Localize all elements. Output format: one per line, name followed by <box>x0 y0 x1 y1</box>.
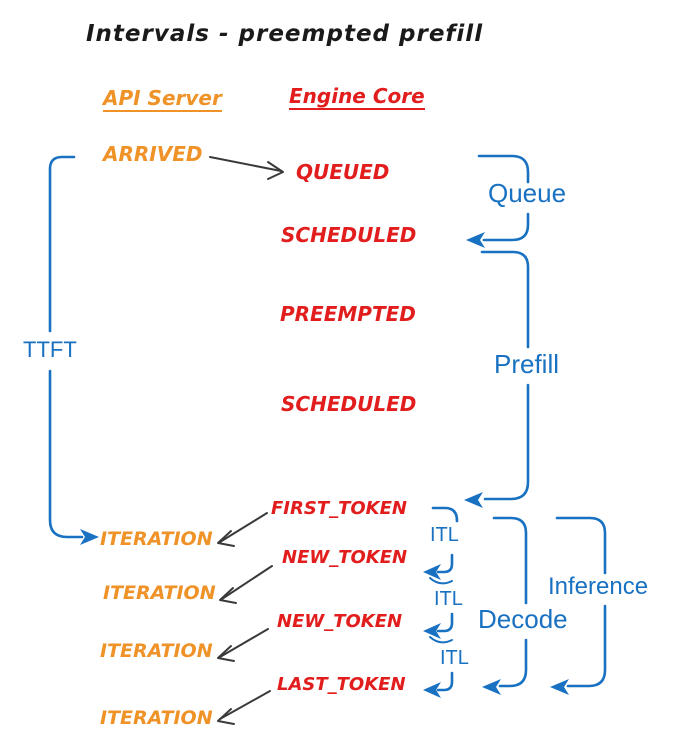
interval-label-itl-3: ITL <box>440 647 469 669</box>
queue-arrow-icon <box>466 232 485 248</box>
interval-label-itl-2: ITL <box>434 588 463 610</box>
prefill-bracket <box>464 250 530 508</box>
event-new-token-2: NEW_TOKEN <box>277 611 403 632</box>
interval-label-ttft: TTFT <box>23 337 77 362</box>
column-header-engine-core: Engine Core <box>289 84 425 110</box>
itl-arrow-2-icon <box>423 623 441 639</box>
itl-bracket-2 <box>423 612 454 644</box>
interval-label-inference: Inference <box>548 573 649 600</box>
diagram-title: Intervals - preempted prefill <box>86 21 484 47</box>
arrow-new-token2-iteration <box>217 628 269 662</box>
interval-label-itl-1: ITL <box>430 524 459 546</box>
event-last-token: LAST_TOKEN <box>277 674 406 695</box>
event-scheduled-2: SCHEDULED <box>281 392 417 416</box>
arrow-last-token-iteration <box>217 690 271 725</box>
event-iteration-1: ITERATION <box>100 528 213 550</box>
event-iteration-4: ITERATION <box>100 707 213 729</box>
interval-label-prefill: Prefill <box>494 349 560 379</box>
event-scheduled-1: SCHEDULED <box>281 223 417 247</box>
event-iteration-3: ITERATION <box>100 640 213 662</box>
interval-label-decode: Decode <box>478 604 568 634</box>
decode-bracket <box>482 516 528 695</box>
ttft-bracket <box>48 155 99 545</box>
decode-arrow-icon <box>482 679 501 695</box>
itl-bracket-1 <box>423 506 459 585</box>
queue-bracket <box>466 154 530 248</box>
arrow-first-token-iteration <box>217 512 268 547</box>
event-new-token-1: NEW_TOKEN <box>282 547 408 568</box>
event-first-token: FIRST_TOKEN <box>271 498 407 519</box>
ttft-arrow-icon <box>80 529 99 545</box>
event-queued: QUEUED <box>296 160 390 184</box>
prefill-arrow-icon <box>464 492 483 508</box>
itl-arrow-3-icon <box>423 682 441 698</box>
inference-arrow-icon <box>550 679 569 695</box>
itl-bracket-3 <box>423 671 454 698</box>
interval-label-queue: Queue <box>488 178 567 208</box>
arrow-new-token1-iteration <box>219 565 273 604</box>
event-iteration-2: ITERATION <box>103 582 216 604</box>
event-preempted: PREEMPTED <box>280 302 416 326</box>
event-arrived: ARRIVED <box>103 142 203 166</box>
inference-bracket <box>550 516 607 695</box>
arrow-arrived-queued <box>209 156 284 180</box>
itl-arrow-1-icon <box>423 564 441 580</box>
column-header-api-server: API Server <box>103 86 222 112</box>
